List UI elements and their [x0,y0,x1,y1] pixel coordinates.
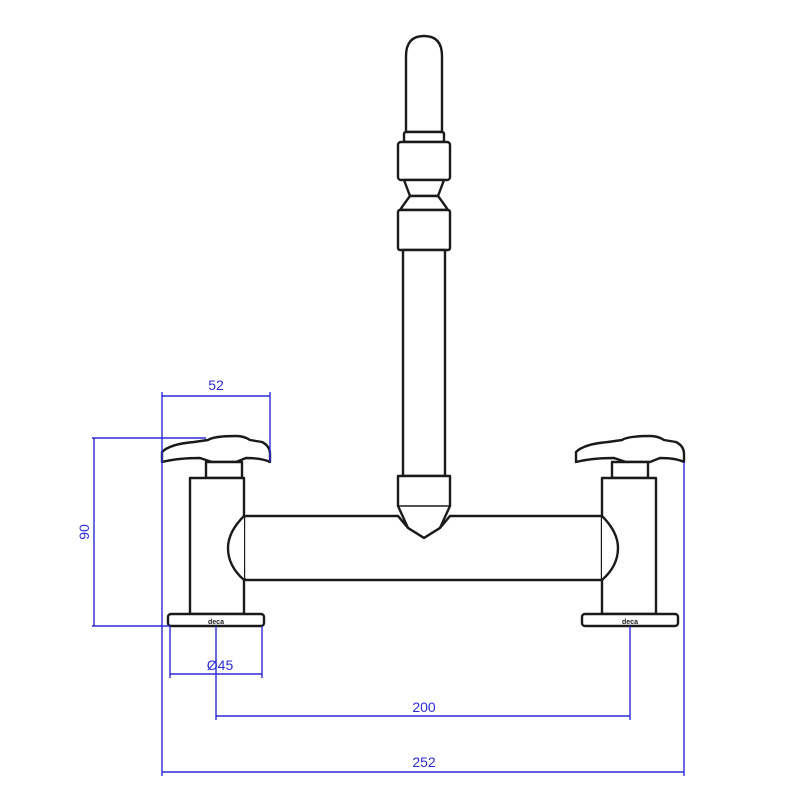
spout-neck [398,194,450,212]
dimension-label-overall-width: 252 [412,754,436,770]
dimension-label-center-distance: 200 [412,699,436,715]
left-valve: deca [160,434,272,628]
right-valve: deca [574,434,686,628]
dimension-label-handle-width: 52 [208,377,224,393]
dimension-label-base-diameter: Ø45 [207,657,234,673]
spout [396,34,452,540]
left-handle [160,434,272,464]
left-valve-elbow [226,515,245,581]
dimension-handle-width: 52 [161,377,271,462]
spout-swivel [402,178,446,198]
dimension-label-height: 90 [76,524,92,540]
spout-lower-collar [396,208,452,252]
right-valve-elbow [601,515,620,581]
left-base-logo: deca [208,619,224,626]
right-handle-stem [610,460,650,480]
right-handle [574,434,686,464]
spout-upper-collar [396,140,452,182]
right-base-logo: deca [622,619,638,626]
dimension-height: 90 [76,437,206,627]
spout-ring [402,130,446,144]
spout-tip [404,34,444,134]
spout-pipe [401,248,447,478]
dimension-overall-width: 252 [161,462,685,776]
left-handle-stem [204,460,244,480]
dimension-center-distance: 200 [215,626,631,720]
